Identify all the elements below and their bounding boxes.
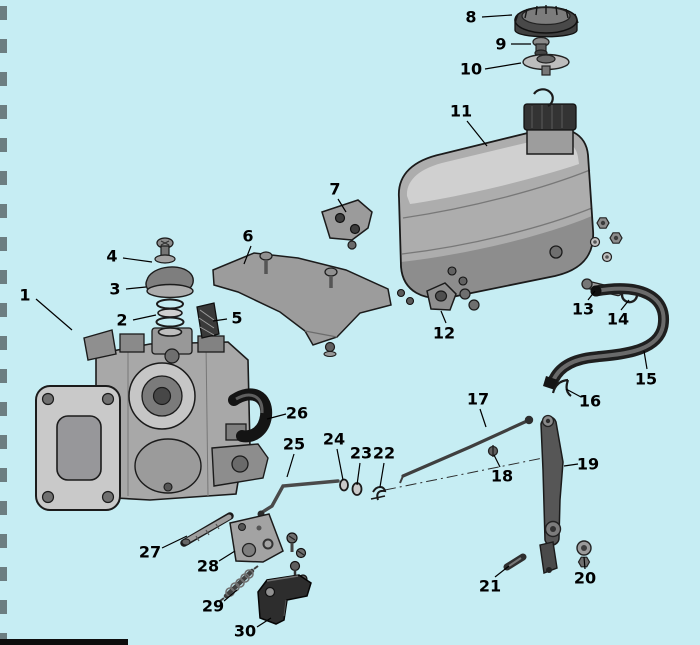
leader-line-17 xyxy=(479,408,487,428)
leader-line-3 xyxy=(125,286,147,290)
part-1-carburetor xyxy=(35,327,269,511)
leader-line-26 xyxy=(266,413,287,420)
leader-line-7 xyxy=(337,198,347,213)
part-30-bracket xyxy=(257,560,312,625)
callout-5-filter-screen: 5 xyxy=(231,309,242,328)
callout-layer: 1234567891011121314151617181920212223242… xyxy=(19,8,657,641)
part-28-pump-plate xyxy=(229,513,307,563)
leader-line-12 xyxy=(440,310,447,324)
callout-26-fuel-elbow: 26 xyxy=(286,404,308,423)
leader-line-28 xyxy=(218,550,236,562)
part-2-gasket-stack xyxy=(155,298,185,337)
leader-line-4 xyxy=(122,257,153,263)
callout-7-bracket: 7 xyxy=(329,180,340,199)
callout-3-pump-cover: 3 xyxy=(109,280,120,299)
callout-8-tank-cap: 8 xyxy=(465,8,476,27)
leader-line-6 xyxy=(243,245,252,265)
leader-line-29 xyxy=(223,589,238,602)
callout-24-washer: 24 xyxy=(323,430,345,449)
leader-line-25 xyxy=(286,453,295,478)
callout-20-washer-nut: 20 xyxy=(574,569,596,588)
leader-line-19 xyxy=(563,463,579,467)
bottom-edge-bar xyxy=(0,639,128,645)
part-29-spring xyxy=(219,565,259,602)
part-18-rod-connector xyxy=(487,445,499,457)
callout-2-gasket-stack: 2 xyxy=(116,311,127,330)
callout-19-control-lever: 19 xyxy=(577,455,599,474)
callout-11-fuel-tank: 11 xyxy=(450,102,472,121)
callout-9-cap-valve: 9 xyxy=(495,35,506,54)
part-24-washer xyxy=(339,478,349,492)
callout-1-carburetor: 1 xyxy=(19,286,30,305)
leader-line-21 xyxy=(494,565,510,578)
part-8-tank-cap xyxy=(514,5,579,38)
part-27-dowel-pin xyxy=(180,512,234,547)
part-15-fuel-hose xyxy=(543,283,670,390)
leader-line-16 xyxy=(565,388,582,398)
callout-18-rod-connector: 18 xyxy=(491,467,513,486)
callout-14-retaining-clip: 14 xyxy=(607,310,629,329)
callout-17-throttle-rod: 17 xyxy=(467,390,489,409)
part-26-fuel-elbow xyxy=(228,388,273,443)
part-3-pump-cover xyxy=(145,266,194,299)
leader-line-14 xyxy=(620,299,630,311)
fastener-cluster xyxy=(589,217,623,263)
callout-25-link-rod: 25 xyxy=(283,435,305,454)
callout-23-washer: 23 xyxy=(350,444,372,463)
callout-13-bolt: 13 xyxy=(572,300,594,319)
leader-line-1 xyxy=(35,298,73,331)
part-22-clip xyxy=(370,486,387,501)
callout-28-pump-plate: 28 xyxy=(197,557,219,576)
callout-21-pin: 21 xyxy=(479,577,501,596)
callout-4-screw: 4 xyxy=(106,247,117,266)
callout-27-dowel-pin: 27 xyxy=(139,543,161,562)
callout-22-clip: 22 xyxy=(373,444,395,463)
part-4-screw xyxy=(154,237,176,264)
leader-line-18 xyxy=(493,454,501,468)
leader-line-2 xyxy=(132,314,157,321)
leader-line-5 xyxy=(212,318,228,322)
leader-line-15 xyxy=(643,350,648,370)
leader-line-11 xyxy=(466,120,488,147)
part-10-cap-gasket xyxy=(522,53,570,76)
part-21-pin xyxy=(503,553,527,571)
leader-line-27 xyxy=(161,535,188,549)
leader-line-8 xyxy=(481,14,513,18)
callout-10-cap-gasket: 10 xyxy=(460,60,482,79)
part-12-clamp xyxy=(396,266,480,311)
leader-line-23 xyxy=(356,462,361,486)
leader-line-30 xyxy=(256,617,272,628)
part-5-filter-screen xyxy=(196,302,220,339)
part-11-fuel-tank xyxy=(398,88,594,299)
part-17-throttle-rod xyxy=(399,415,534,484)
callout-16-hose-clip: 16 xyxy=(579,392,601,411)
leader-line-10 xyxy=(484,62,522,70)
part-9-cap-valve xyxy=(532,36,550,57)
callout-30-bracket: 30 xyxy=(234,622,256,641)
leader-line-20 xyxy=(583,556,586,570)
callout-12-clamp: 12 xyxy=(433,324,455,343)
leader-line-13 xyxy=(587,290,596,301)
leader-line-22 xyxy=(379,462,385,488)
callout-6-mounting-plate: 6 xyxy=(242,227,253,246)
callout-29-spring: 29 xyxy=(202,597,224,616)
part-6-mounting-plate xyxy=(212,251,392,357)
callout-15-fuel-hose: 15 xyxy=(635,370,657,389)
part-7-bracket xyxy=(321,199,373,250)
leader-line-24 xyxy=(336,448,344,481)
part-19-control-lever xyxy=(539,414,564,574)
